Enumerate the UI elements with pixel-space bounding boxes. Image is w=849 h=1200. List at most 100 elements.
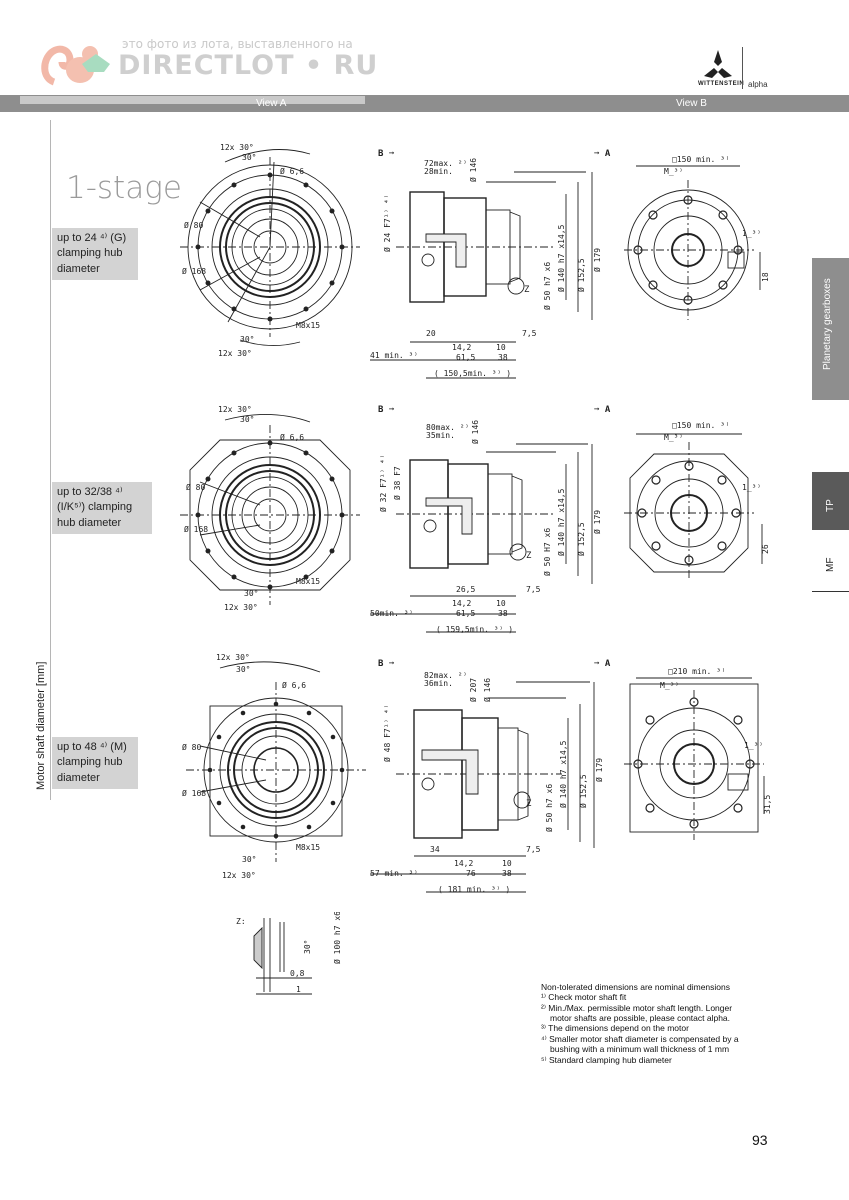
svg-text:Ø 50 h7 x6: Ø 50 h7 x6 (544, 784, 554, 832)
svg-text:Ø 179: Ø 179 (592, 248, 602, 272)
svg-text:M_³⁾: M_³⁾ (664, 433, 683, 442)
svg-text:38: 38 (498, 609, 508, 618)
note-line: ⁵⁾ Standard clamping hub diameter (541, 1054, 672, 1065)
svg-text:Ø 6,6: Ø 6,6 (280, 432, 304, 442)
svg-text:Ø 168: Ø 168 (182, 788, 206, 798)
svg-text:1_³⁾: 1_³⁾ (742, 483, 761, 492)
svg-text:30°: 30° (240, 415, 254, 424)
svg-text:M8x15: M8x15 (296, 321, 320, 330)
svg-text:28min.: 28min. (424, 167, 453, 176)
svg-text:Ø 179: Ø 179 (592, 510, 602, 534)
svg-text:38: 38 (498, 353, 508, 362)
row-label-1: up to 24 ⁴⁾ (G) clamping hub diameter (52, 228, 138, 281)
svg-text:Ø 146: Ø 146 (470, 420, 480, 444)
note-line: ⁴⁾ Smaller motor shaft diameter is compe… (541, 1033, 739, 1044)
svg-text:18: 18 (761, 272, 770, 282)
svg-text:Ø 140 h7 x14,5: Ø 140 h7 x14,5 (556, 224, 566, 292)
row-label-3: up to 48 ⁴⁾ (M) clamping hub diameter (52, 737, 138, 790)
end-view-row-3: □210 min. ³⁾ M_³⁾ 1_³⁾ 31,5 (624, 667, 772, 840)
svg-text:61,5: 61,5 (456, 609, 475, 618)
svg-text:61,5: 61,5 (456, 353, 475, 362)
page-number: 93 (752, 1132, 768, 1148)
svg-text:30°: 30° (240, 335, 254, 344)
svg-text:B ➞: B ➞ (378, 659, 395, 669)
svg-text:Ø 140 h7 x14,5: Ø 140 h7 x14,5 (558, 740, 568, 808)
tab-tp[interactable]: TP (812, 472, 849, 530)
svg-text:7,5: 7,5 (526, 845, 541, 854)
svg-text:7,5: 7,5 (526, 585, 541, 594)
svg-text:1: 1 (296, 985, 301, 994)
wittenstein-logo-icon (704, 50, 732, 78)
note-line: ¹⁾ Check motor shaft fit (541, 992, 627, 1003)
svg-text:Ø 80: Ø 80 (184, 220, 203, 230)
svg-text:Ø 6,6: Ø 6,6 (282, 680, 306, 690)
note-line: bushing with a minimum wall thickness of… (550, 1044, 730, 1055)
svg-text:Ø 24 F7¹⁾ ⁴⁾: Ø 24 F7¹⁾ ⁴⁾ (382, 194, 392, 252)
svg-text:□150 min. ³⁾: □150 min. ³⁾ (672, 421, 730, 430)
svg-text:12x 30°: 12x 30° (216, 653, 250, 662)
stage-title: 1-stage (66, 170, 182, 206)
svg-text:12x 30°: 12x 30° (220, 143, 254, 152)
svg-text:B ➞: B ➞ (378, 149, 395, 159)
front-view-row-1: 12x 30° 30° Ø 6,6 Ø 80 Ø 168 M8x15 30° 1… (180, 143, 360, 358)
view-a-label: View A (256, 98, 287, 109)
svg-text:10: 10 (502, 859, 512, 868)
svg-text:30°: 30° (244, 589, 258, 598)
svg-text:Ø 152,5: Ø 152,5 (578, 774, 588, 808)
svg-text:14,2: 14,2 (452, 343, 471, 352)
note-line: motor shafts are possible, please contac… (550, 1013, 731, 1024)
svg-text:Ø 80: Ø 80 (186, 482, 205, 492)
svg-text:Z: Z (524, 285, 530, 295)
svg-text:Ø 38 F7: Ø 38 F7 (392, 466, 402, 500)
svg-text:34: 34 (430, 845, 440, 854)
svg-text:30°: 30° (236, 665, 250, 674)
svg-text:Ø 50 H7 x6: Ø 50 H7 x6 (542, 528, 552, 576)
svg-text:1_³⁾: 1_³⁾ (742, 229, 761, 238)
header-accent (20, 96, 365, 104)
svg-text:10: 10 (496, 599, 506, 608)
svg-text:38: 38 (502, 869, 512, 878)
svg-text:26,5: 26,5 (456, 585, 475, 594)
svg-text:M_³⁾: M_³⁾ (664, 167, 683, 176)
svg-text:35min.: 35min. (426, 431, 455, 440)
svg-text:12x 30°: 12x 30° (224, 603, 258, 612)
svg-text:Ø 152,5: Ø 152,5 (576, 258, 586, 292)
front-view-row-2: 12x 30° 30° Ø 6,6 Ø 80 Ø 168 M8x15 30° 1… (180, 405, 360, 612)
note-line: ³⁾ The dimensions depend on the motor (541, 1023, 689, 1034)
end-view-row-1: □150 min. ³⁾ M_³⁾ 1_³⁾ 18 (624, 155, 770, 320)
left-rule (50, 120, 51, 800)
motor-shaft-axis-label: Motor shaft diameter [mm] (35, 661, 47, 790)
side-section-row-2: B ➞ ➞ A 80max. ²⁾ 35min. Ø 146 Ø 32 F7¹⁾… (370, 405, 611, 634)
svg-text:Ø 6,6: Ø 6,6 (280, 166, 304, 176)
detail-z-view: Z: 30° Ø 100 h7 x6 0,8 1 (236, 912, 342, 995)
svg-text:B ➞: B ➞ (378, 405, 395, 415)
squirrel-logo-icon (41, 45, 110, 86)
svg-text:Z: Z (526, 799, 532, 809)
svg-text:20: 20 (426, 329, 436, 338)
svg-text:12x 30°: 12x 30° (218, 349, 252, 358)
tab-planetary-gearboxes[interactable]: Planetary gearboxes (812, 258, 849, 400)
svg-text:14,2: 14,2 (452, 599, 471, 608)
svg-text:1_³⁾: 1_³⁾ (744, 741, 763, 750)
svg-text:30°: 30° (303, 940, 312, 954)
footnotes: Non-tolerated dimensions are nominal dim… (541, 982, 781, 1065)
svg-text:80max. ²⁾: 80max. ²⁾ (426, 423, 469, 432)
svg-text:82max. ²⁾: 82max. ²⁾ (424, 671, 467, 680)
svg-text:➞ A: ➞ A (594, 149, 611, 159)
view-b-label: View B (676, 98, 707, 109)
svg-text:31,5: 31,5 (763, 795, 772, 814)
svg-text:Ø 100 h7 x6: Ø 100 h7 x6 (332, 912, 342, 964)
svg-text:50min. ³⁾: 50min. ³⁾ (370, 609, 413, 618)
brand-divider (742, 47, 743, 89)
svg-text:12x 30°: 12x 30° (222, 871, 256, 880)
svg-text:14,2: 14,2 (454, 859, 473, 868)
svg-text:Z: Z (526, 551, 532, 561)
svg-text:Ø 48 F7¹⁾ ⁴⁾: Ø 48 F7¹⁾ ⁴⁾ (382, 704, 392, 762)
svg-text:Ø 140 h7 x14,5: Ø 140 h7 x14,5 (556, 488, 566, 556)
svg-text:M_³⁾: M_³⁾ (660, 681, 679, 690)
svg-text:Ø 168: Ø 168 (182, 266, 206, 276)
svg-text:36min.: 36min. (424, 679, 453, 688)
brand-sub: alpha (748, 80, 768, 89)
tab-mf[interactable]: MF (812, 536, 849, 592)
side-section-row-1: B ➞ ➞ A 72max. ²⁾ 28min. Ø 146 Ø 24 F7¹⁾… (370, 149, 611, 379)
